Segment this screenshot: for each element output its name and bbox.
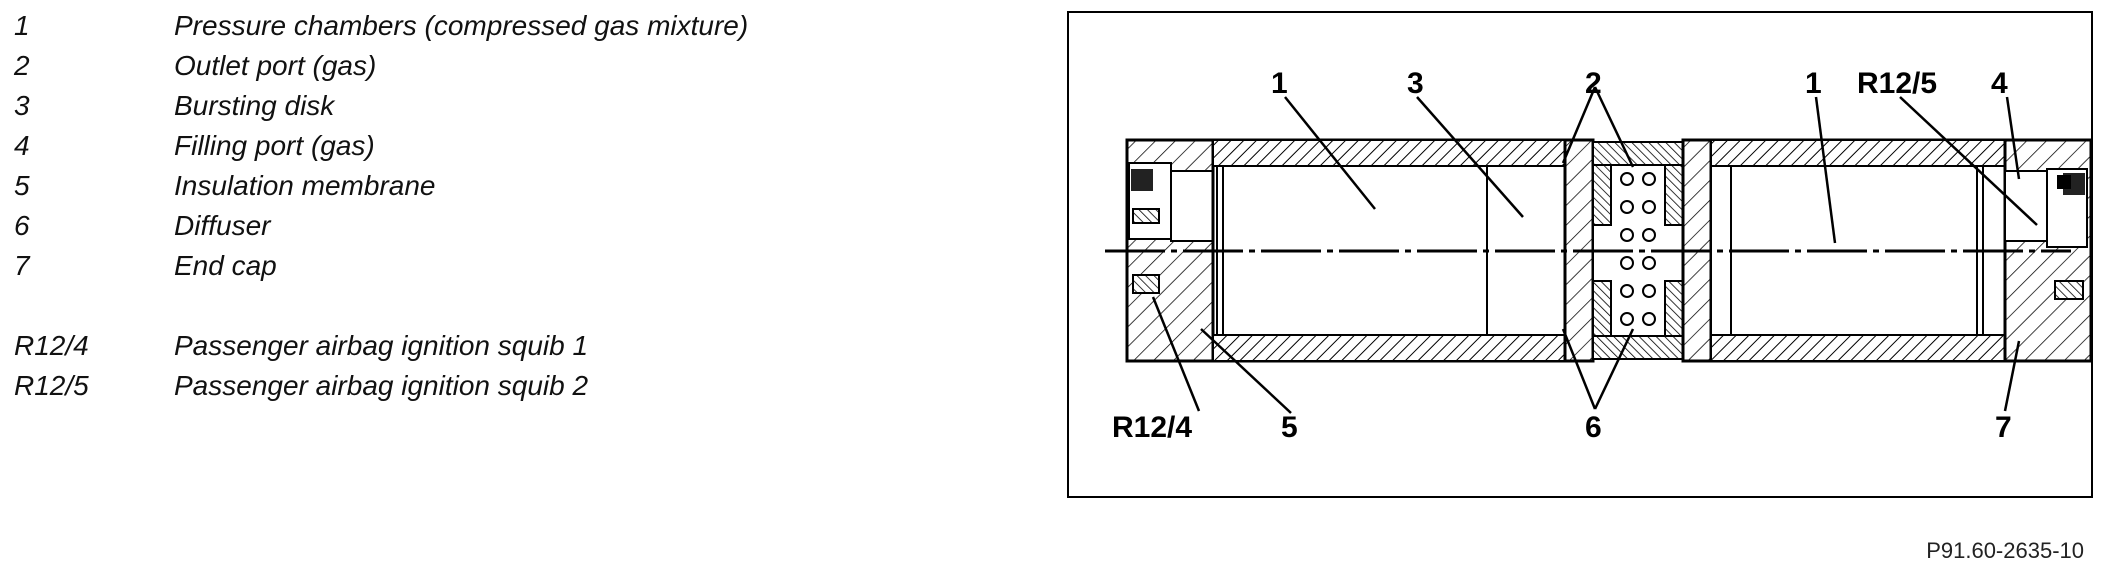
legend-key: R12/5 <box>14 370 89 401</box>
legend: 1 Pressure chambers (compressed gas mixt… <box>14 6 748 406</box>
bursting-disk <box>1592 164 1612 226</box>
legend-text: Bursting disk <box>174 90 335 121</box>
legend-key: 2 <box>14 50 30 81</box>
legend-text: Pressure chambers (compressed gas mixtur… <box>174 10 749 41</box>
bursting-disk <box>1664 164 1684 226</box>
squib-seal <box>2054 280 2084 300</box>
legend-key: 6 <box>14 210 30 241</box>
callout-2: 2 <box>1585 67 1602 100</box>
inflator-diagram: 1 3 2 1 R12/5 4 R12/4 5 6 7 <box>1067 11 2093 498</box>
right-chamber-wall-bottom <box>1710 334 2006 362</box>
leader-lines <box>1151 86 2038 414</box>
inflator-cross-section: 1 3 2 1 R12/5 4 R12/4 5 6 7 <box>1067 11 2093 498</box>
legend-text: Filling port (gas) <box>174 130 375 161</box>
callout-1-right: 1 <box>1805 67 1822 100</box>
legend-item: 5 Insulation membrane <box>14 166 748 206</box>
legend-text: End cap <box>174 250 277 281</box>
legend-text: Outlet port (gas) <box>174 50 377 81</box>
legend-key: 1 <box>14 10 30 41</box>
callout-6: 6 <box>1585 411 1602 444</box>
legend-text: Insulation membrane <box>174 170 436 201</box>
legend-text: Passenger airbag ignition squib 1 <box>174 330 589 361</box>
legend-item: R12/5 Passenger airbag ignition squib 2 <box>14 366 748 406</box>
right-cap-bore <box>2004 170 2048 242</box>
callout-r12-5: R12/5 <box>1857 67 1937 100</box>
legend-key: 3 <box>14 90 30 121</box>
legend-text: Diffuser <box>174 210 271 241</box>
legend-key: R12/4 <box>14 330 89 361</box>
legend-key: 4 <box>14 130 30 161</box>
callout-r12-4: R12/4 <box>1112 411 1192 444</box>
left-chamber-wall-bottom <box>1212 334 1566 362</box>
legend-item: 6 Diffuser <box>14 206 748 246</box>
legend-item: 4 Filling port (gas) <box>14 126 748 166</box>
squib-seal <box>1132 208 1160 224</box>
callout-1-left: 1 <box>1271 67 1288 100</box>
callout-5: 5 <box>1281 411 1298 444</box>
legend-spacer <box>14 286 748 326</box>
squib-seal <box>1132 274 1160 294</box>
squib-r12-4-body <box>1131 169 1153 191</box>
outlet-ports <box>1620 172 1656 326</box>
legend-item: 2 Outlet port (gas) <box>14 46 748 86</box>
diffuser-top <box>1592 141 1684 166</box>
callout-labels: 1 3 2 1 R12/5 4 R12/4 5 6 7 <box>1112 67 2012 444</box>
filling-port <box>2057 175 2071 189</box>
legend-item: 3 Bursting disk <box>14 86 748 126</box>
callout-7: 7 <box>1995 411 2012 444</box>
legend-key: 5 <box>14 170 30 201</box>
legend-item: R12/4 Passenger airbag ignition squib 1 <box>14 326 748 366</box>
diffuser-bottom <box>1592 335 1684 360</box>
bursting-disk <box>1592 280 1612 337</box>
reference-code: P91.60-2635-10 <box>1926 538 2084 563</box>
bursting-disk <box>1664 280 1684 337</box>
left-chamber-wall-top <box>1212 139 1566 167</box>
callout-3: 3 <box>1407 67 1424 100</box>
callout-4: 4 <box>1991 67 2008 100</box>
legend-text: Passenger airbag ignition squib 2 <box>174 370 589 401</box>
legend-item: 7 End cap <box>14 246 748 286</box>
left-cap-bore <box>1170 170 1214 242</box>
legend-key: 7 <box>14 250 30 281</box>
legend-item: 1 Pressure chambers (compressed gas mixt… <box>14 6 748 46</box>
